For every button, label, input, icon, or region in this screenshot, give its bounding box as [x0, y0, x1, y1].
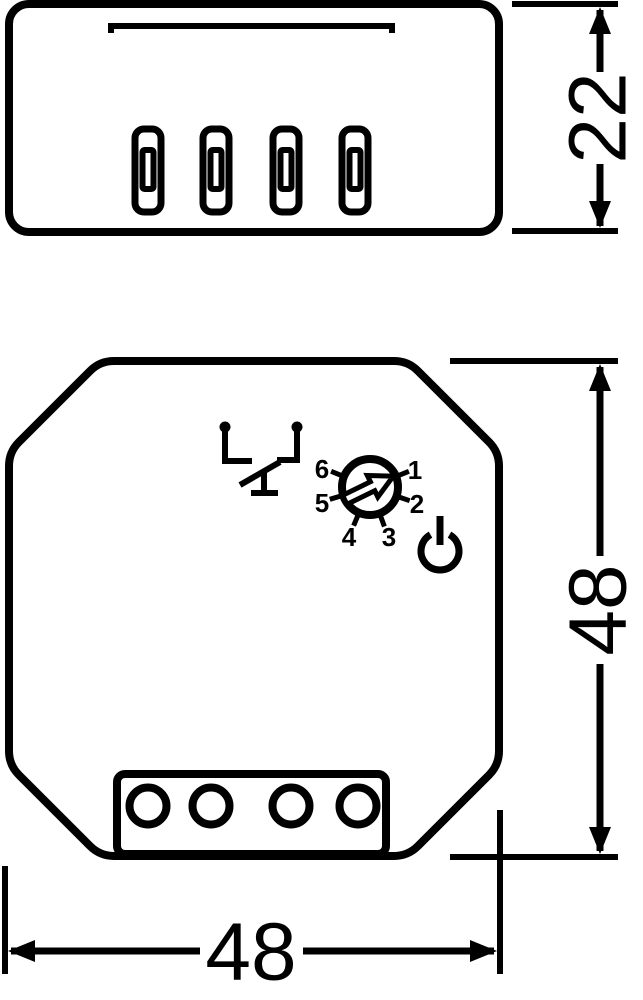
dimension-depth-label: 22 [553, 72, 643, 163]
dial-position-6: 6 [315, 454, 329, 484]
front-view: 1 2 3 4 5 6 [5, 357, 503, 860]
terminal-block [113, 770, 390, 858]
top-view [5, 0, 503, 236]
dial-position-2: 2 [410, 489, 424, 519]
pushbutton-switch-icon [219, 421, 303, 496]
dial-position-1: 1 [408, 455, 422, 485]
dimension-arrow-down [589, 201, 611, 228]
terminal-block-outline [113, 770, 390, 858]
dimension-height: 48 [450, 358, 643, 860]
dial-position-3: 3 [382, 522, 396, 552]
rotary-selector-icon: 1 2 3 4 5 6 [315, 454, 424, 552]
dimension-width-label: 48 [205, 907, 296, 998]
cable-slot-inner [277, 147, 295, 192]
dimension-arrow-up [589, 7, 611, 34]
dimension-depth: 22 [512, 1, 643, 234]
dimension-arrow-down [589, 827, 611, 854]
right-contact-line [277, 427, 300, 463]
dimension-arrow-left [8, 940, 35, 962]
terminal-screw-hole [335, 783, 381, 829]
dimension-width: 48 [2, 810, 503, 998]
dial-position-4: 4 [342, 522, 357, 552]
terminal-screw-hole [188, 783, 234, 829]
actuator-line [251, 473, 278, 496]
cable-slot [269, 125, 303, 216]
left-contact-line [222, 427, 252, 464]
dimension-arrow-right [470, 940, 497, 962]
cable-slot [338, 125, 372, 216]
cable-slot [131, 125, 165, 216]
dial-pointer-arrow [339, 472, 399, 508]
top-view-body-outline [5, 0, 503, 236]
terminal-screw-hole [268, 783, 314, 829]
cover-step-end-ticks [108, 23, 395, 33]
dimension-height-label: 48 [553, 564, 643, 655]
cable-slot-inner [346, 147, 364, 192]
dimension-arrow-up [589, 364, 611, 391]
cable-slot-inner [139, 147, 157, 192]
dial-tick-marks [329, 468, 411, 528]
switch-lever-line [238, 459, 282, 488]
cable-slot-inner [207, 147, 225, 192]
power-icon-arc [417, 531, 463, 574]
power-icon [417, 516, 463, 574]
terminal-screw-hole [125, 783, 171, 829]
cable-slot [199, 125, 233, 216]
dial-position-5: 5 [315, 488, 329, 518]
